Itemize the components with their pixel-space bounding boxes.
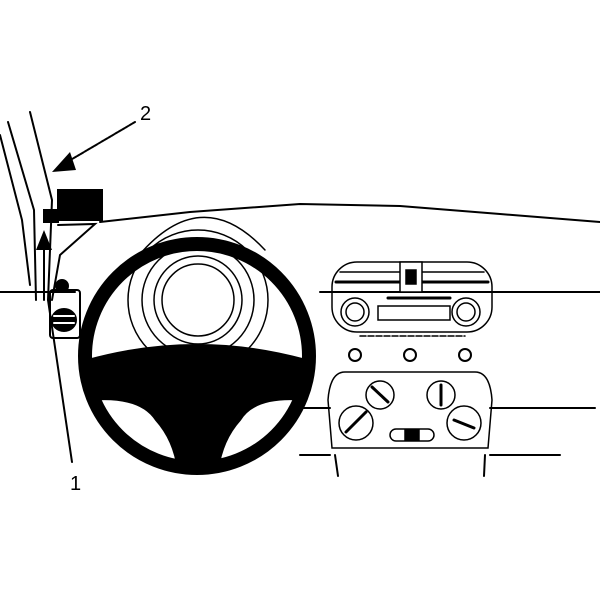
hazard-buttons bbox=[348, 348, 472, 362]
left-air-vent-icon bbox=[49, 279, 81, 339]
a-pillar bbox=[0, 111, 73, 463]
dashboard-outline bbox=[0, 202, 600, 477]
mount-holder bbox=[43, 189, 103, 223]
climate-control-panel bbox=[327, 371, 493, 449]
steering-wheel bbox=[78, 237, 316, 475]
callout-arrow-1 bbox=[36, 230, 52, 301]
callout-label-2: 2 bbox=[140, 103, 152, 125]
callout-label-1: 1 bbox=[70, 473, 82, 495]
callout-arrow-2 bbox=[52, 121, 136, 172]
radio-unit bbox=[331, 261, 493, 337]
